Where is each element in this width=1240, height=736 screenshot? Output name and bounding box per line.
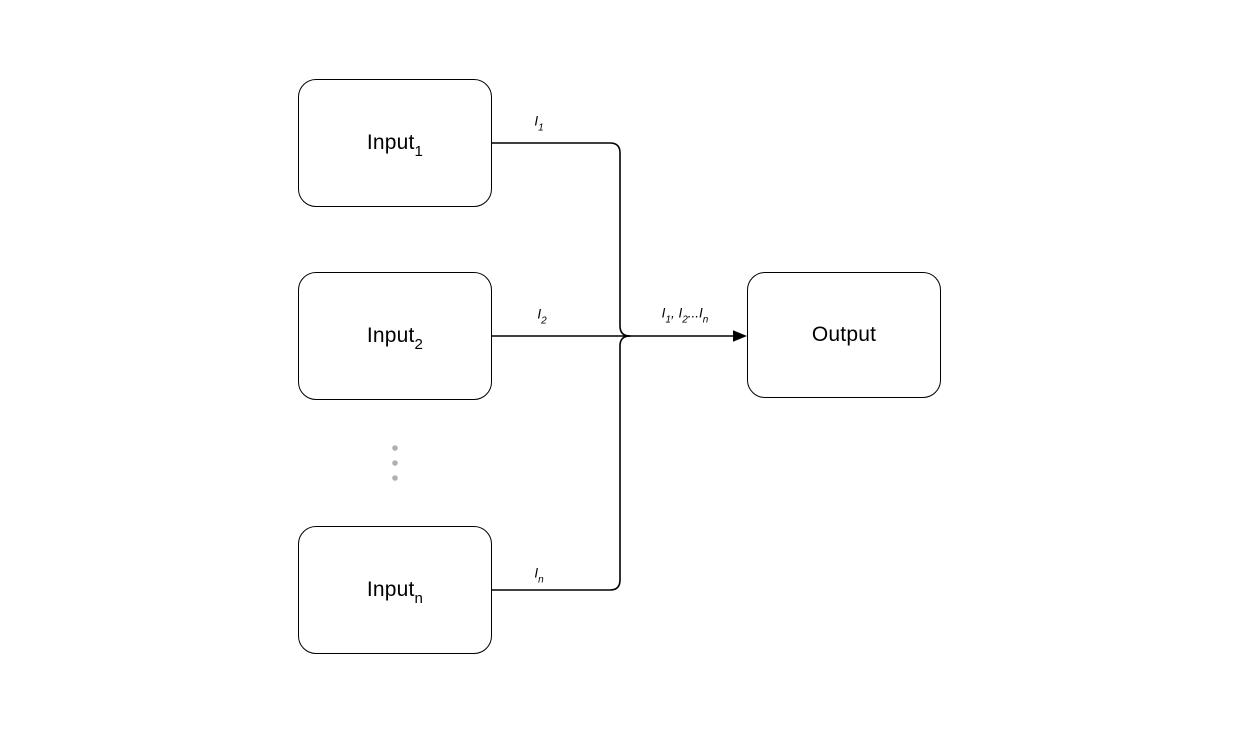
node-input1[interactable]: Input1 <box>298 79 492 207</box>
arrowhead-icon <box>733 330 747 342</box>
node-inputn[interactable]: Inputn <box>298 526 492 654</box>
ellipsis-dot <box>392 445 398 451</box>
edge-label-merged: I1, I2...In <box>661 305 709 326</box>
edge-label-i1: I1 <box>534 113 544 134</box>
edge-label-in: In <box>534 565 544 586</box>
node-output[interactable]: Output <box>747 272 941 398</box>
node-input1-label: Input1 <box>366 131 424 160</box>
node-inputn-label: Inputn <box>366 578 424 607</box>
node-input2[interactable]: Input2 <box>298 272 492 400</box>
ellipsis-dots <box>392 445 398 481</box>
node-output-label: Output <box>811 323 877 346</box>
edge-label-i2: I2 <box>537 306 547 327</box>
ellipsis-dot <box>392 460 398 466</box>
connector-input1-to-merge <box>491 142 631 337</box>
ellipsis-dot <box>392 475 398 481</box>
node-input2-label: Input2 <box>366 324 424 353</box>
connector-inputn-to-merge <box>491 335 631 591</box>
